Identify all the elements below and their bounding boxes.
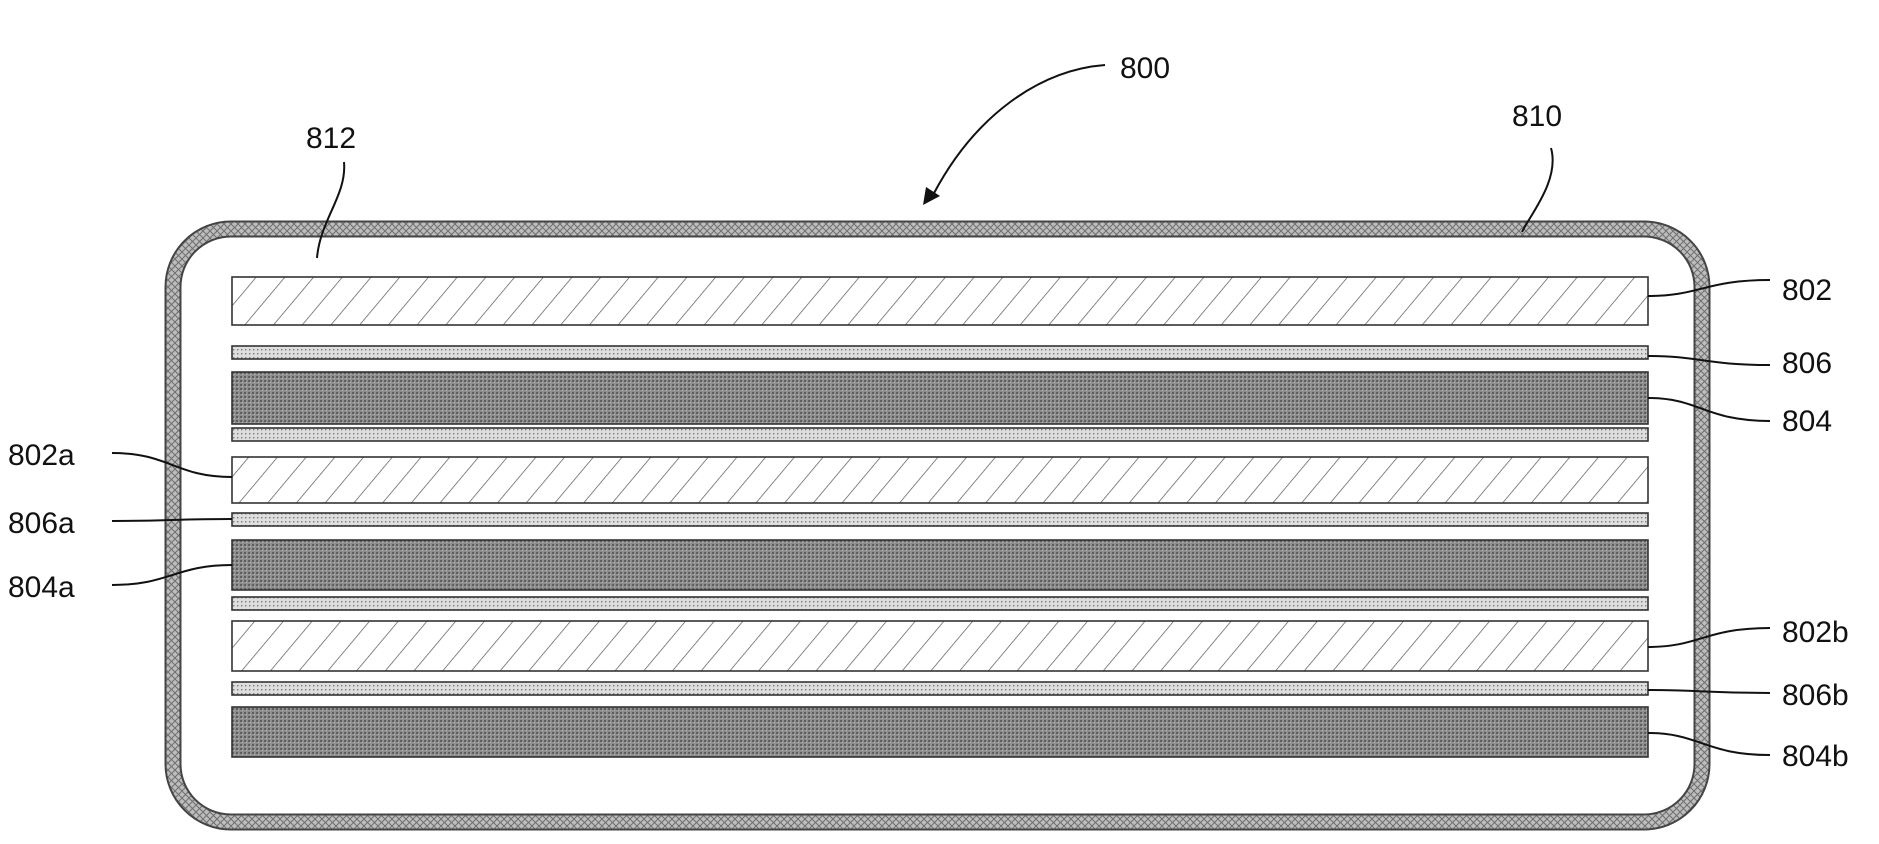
leader-806a — [112, 519, 232, 521]
callout-810: 810 — [1512, 100, 1562, 232]
layer-label-806: 806 — [1782, 347, 1832, 380]
layer-806a — [232, 513, 1648, 526]
layer-802a — [232, 457, 1648, 503]
layer-804b — [232, 707, 1648, 757]
layer-label-802a: 802a — [8, 439, 75, 472]
layer-label-802b: 802b — [1782, 616, 1849, 649]
layer-802b — [232, 621, 1648, 671]
housing-label-810: 810 — [1512, 100, 1562, 133]
layer-label-802: 802 — [1782, 274, 1832, 307]
layer-sep-2 — [232, 597, 1648, 610]
electrode-stack — [232, 277, 1648, 757]
layer-804a — [232, 540, 1648, 590]
layer-804 — [232, 372, 1648, 424]
device-label-800: 800 — [1120, 52, 1170, 85]
callout-812: 812 — [306, 122, 356, 258]
layer-806b — [232, 682, 1648, 695]
callout-800: 800 — [923, 52, 1170, 205]
layer-label-804b: 804b — [1782, 740, 1849, 773]
layer-label-806a: 806a — [8, 507, 75, 540]
layer-label-806b: 806b — [1782, 679, 1849, 712]
layer-sep-1 — [232, 428, 1648, 441]
layer-806 — [232, 346, 1648, 359]
layer-label-804: 804 — [1782, 405, 1832, 438]
interior-label-812: 812 — [306, 122, 356, 155]
layer-label-804a: 804a — [8, 571, 75, 604]
layer-802 — [232, 277, 1648, 325]
